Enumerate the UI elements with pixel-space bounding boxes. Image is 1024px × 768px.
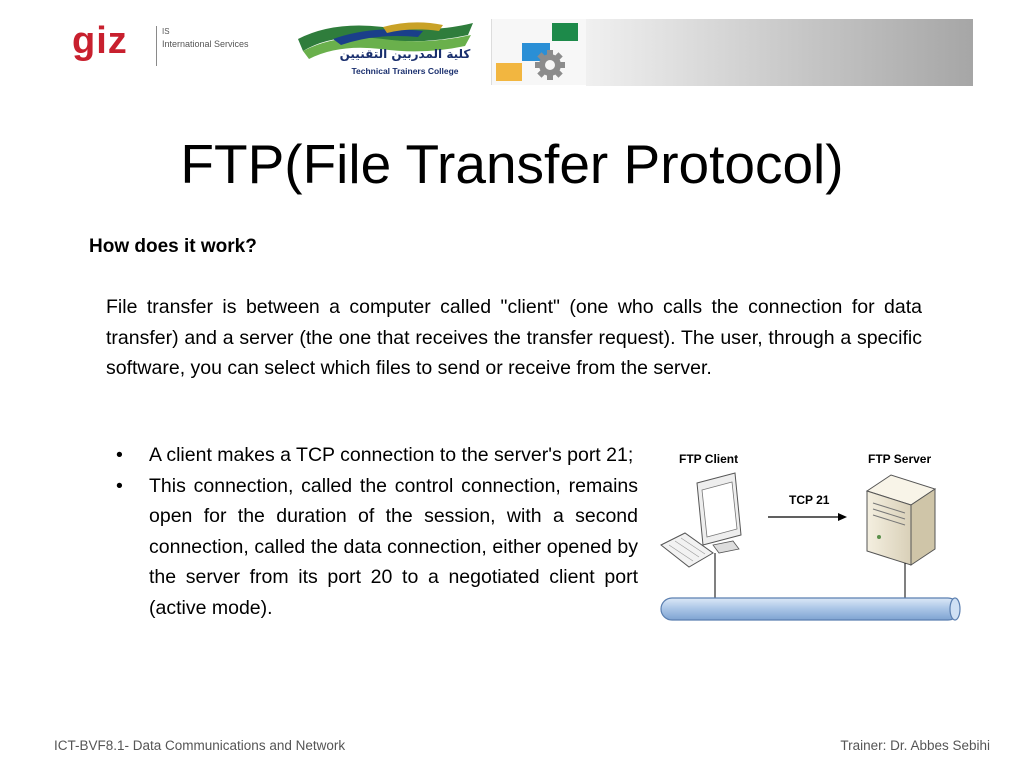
footer-course-label: ICT-BVF8.1- Data Communications and Netw… (54, 738, 346, 753)
tcp-port-label: TCP 21 (789, 493, 830, 507)
header-banner: giz IS International Services كلية المدر… (0, 0, 1024, 90)
bullet-list: • A client makes a TCP connection to the… (116, 440, 638, 624)
list-item-text: A client makes a TCP connection to the s… (149, 444, 634, 466)
tcp-arrow-icon (768, 513, 847, 521)
computer-icon (660, 472, 742, 568)
bullet-marker: • (116, 474, 123, 497)
list-item-text: This connection, called the control conn… (149, 474, 638, 619)
giz-logo-divider (156, 26, 157, 66)
server-icon (865, 474, 937, 566)
header-gradient-bar (586, 19, 973, 86)
bullet-marker: • (116, 444, 123, 466)
list-item: • This connection, called the control co… (116, 471, 638, 624)
slide-title: FTP(File Transfer Protocol) (180, 133, 844, 195)
tiles-gear-logo-icon (491, 19, 586, 85)
intro-paragraph: File transfer is between a computer call… (106, 296, 922, 380)
ftp-client-label: FTP Client (679, 452, 738, 466)
college-arabic-name: كلية المدربين التقنيين (339, 47, 471, 61)
section-heading: How does it work? (89, 236, 257, 257)
list-item: • A client makes a TCP connection to the… (116, 440, 638, 471)
college-logo-icon (298, 22, 473, 59)
giz-is-label: IS (162, 27, 170, 36)
giz-logo: giz (72, 20, 128, 62)
ftp-server-label: FTP Server (868, 452, 931, 466)
college-english-name: Technical Trainers College (351, 66, 459, 76)
ftp-network-diagram: FTP Client FTP Server TCP 21 (660, 452, 961, 621)
network-bus-icon (660, 597, 961, 621)
footer-trainer-label: Trainer: Dr. Abbes Sebihi (840, 738, 990, 753)
giz-tagline: International Services (162, 39, 249, 49)
